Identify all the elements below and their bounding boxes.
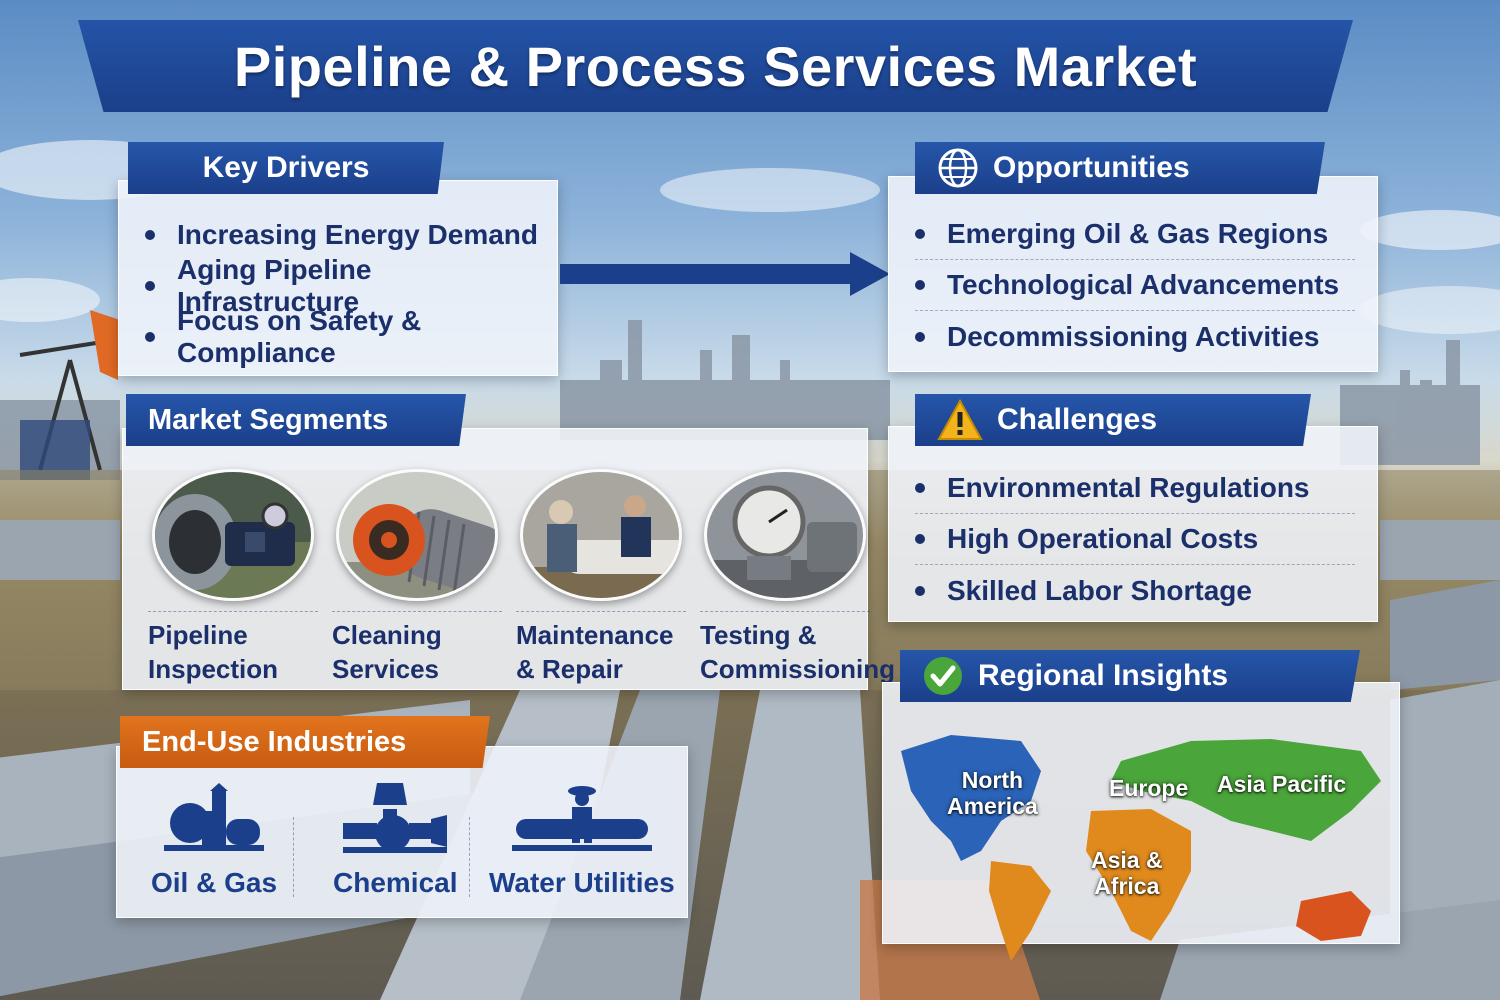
- cleaning-services-image: [336, 469, 498, 601]
- end-use-heading: End-Use Industries: [120, 716, 490, 768]
- list-item: Emerging Oil & Gas Regions: [915, 209, 1355, 260]
- divider: [469, 817, 470, 897]
- pipeline-inspection-image: [152, 469, 314, 601]
- arrow-right-icon: [560, 252, 890, 296]
- bullet-icon: [915, 534, 925, 544]
- segments-row: Pipeline Inspection: [141, 469, 895, 686]
- bullet-icon: [145, 280, 155, 291]
- segment-pipeline-inspection: Pipeline Inspection: [141, 469, 325, 686]
- industry-chemical: Chemical: [333, 783, 458, 899]
- segment-label: Cleaning Services: [332, 611, 502, 686]
- end-use-panel: Oil & Gas Chemical Water Utilities: [116, 746, 688, 918]
- region-asia-africa: Asia & Africa: [1091, 847, 1163, 899]
- segment-maintenance-repair: Maintenance & Repair: [509, 469, 693, 686]
- region-north-america: North America: [947, 767, 1038, 819]
- title-banner: Pipeline & Process Services Market: [78, 20, 1353, 112]
- list-item: Focus on Safety & Compliance: [145, 305, 557, 368]
- industry-oil-gas: Oil & Gas: [151, 783, 277, 899]
- region-asia-pacific: Asia Pacific: [1217, 771, 1347, 797]
- water-utilities-icon: [511, 786, 652, 851]
- challenges-heading: Challenges: [915, 394, 1311, 446]
- challenges-panel: Environmental Regulations High Operation…: [888, 426, 1378, 622]
- bullet-icon: [915, 280, 925, 290]
- check-icon: [922, 655, 964, 697]
- region-europe: Europe: [1109, 775, 1189, 801]
- opportunities-panel: Emerging Oil & Gas Regions Technological…: [888, 176, 1378, 372]
- list-item: Technological Advancements: [915, 260, 1355, 311]
- industry-water-utilities: Water Utilities: [489, 783, 675, 899]
- globe-icon: [937, 147, 979, 189]
- bullet-icon: [915, 585, 925, 596]
- segment-label: Pipeline Inspection: [148, 611, 318, 686]
- list-item: Skilled Labor Shortage: [915, 565, 1355, 616]
- testing-commissioning-image: [704, 469, 866, 601]
- regional-insights-panel: North America Europe Asia Pacific Asia &…: [882, 682, 1400, 961]
- key-drivers-heading: Key Drivers: [128, 142, 444, 194]
- page-title: Pipeline & Process Services Market: [233, 34, 1198, 98]
- regional-insights-heading: Regional Insights: [900, 650, 1360, 702]
- world-map-illustration: [901, 735, 1381, 961]
- list-item: Aging Pipeline Infrastructure: [145, 254, 557, 317]
- key-drivers-panel: Increasing Energy Demand Aging Pipeline …: [118, 180, 558, 376]
- warning-icon: [937, 399, 983, 441]
- list-item: Decommissioning Activities: [915, 311, 1355, 362]
- world-map: North America Europe Asia Pacific Asia &…: [891, 731, 1391, 971]
- bullet-icon: [145, 229, 155, 240]
- oil-gas-icon: [164, 783, 265, 851]
- list-item: Increasing Energy Demand: [145, 209, 557, 260]
- chemical-icon: [343, 783, 448, 853]
- segment-cleaning-services: Cleaning Services: [325, 469, 509, 686]
- list-item: High Operational Costs: [915, 514, 1355, 565]
- list-item: Environmental Regulations: [915, 463, 1355, 514]
- segment-label: Testing & Commissioning: [700, 611, 895, 686]
- market-segments-panel: Pipeline Inspection: [122, 428, 895, 690]
- divider: [293, 817, 294, 897]
- bullet-icon: [145, 331, 155, 342]
- key-drivers-list: Increasing Energy Demand Aging Pipeline …: [145, 209, 557, 368]
- bullet-icon: [915, 483, 925, 493]
- opportunities-list: Emerging Oil & Gas Regions Technological…: [915, 209, 1355, 362]
- opportunities-heading: Opportunities: [915, 142, 1325, 194]
- segment-testing-commissioning: Testing & Commissioning: [693, 469, 895, 686]
- bullet-icon: [915, 229, 925, 239]
- segment-label: Maintenance & Repair: [516, 611, 686, 686]
- bullet-icon: [915, 331, 925, 342]
- maintenance-repair-image: [520, 469, 682, 601]
- market-segments-heading: Market Segments: [126, 394, 466, 446]
- challenges-list: Environmental Regulations High Operation…: [915, 463, 1355, 616]
